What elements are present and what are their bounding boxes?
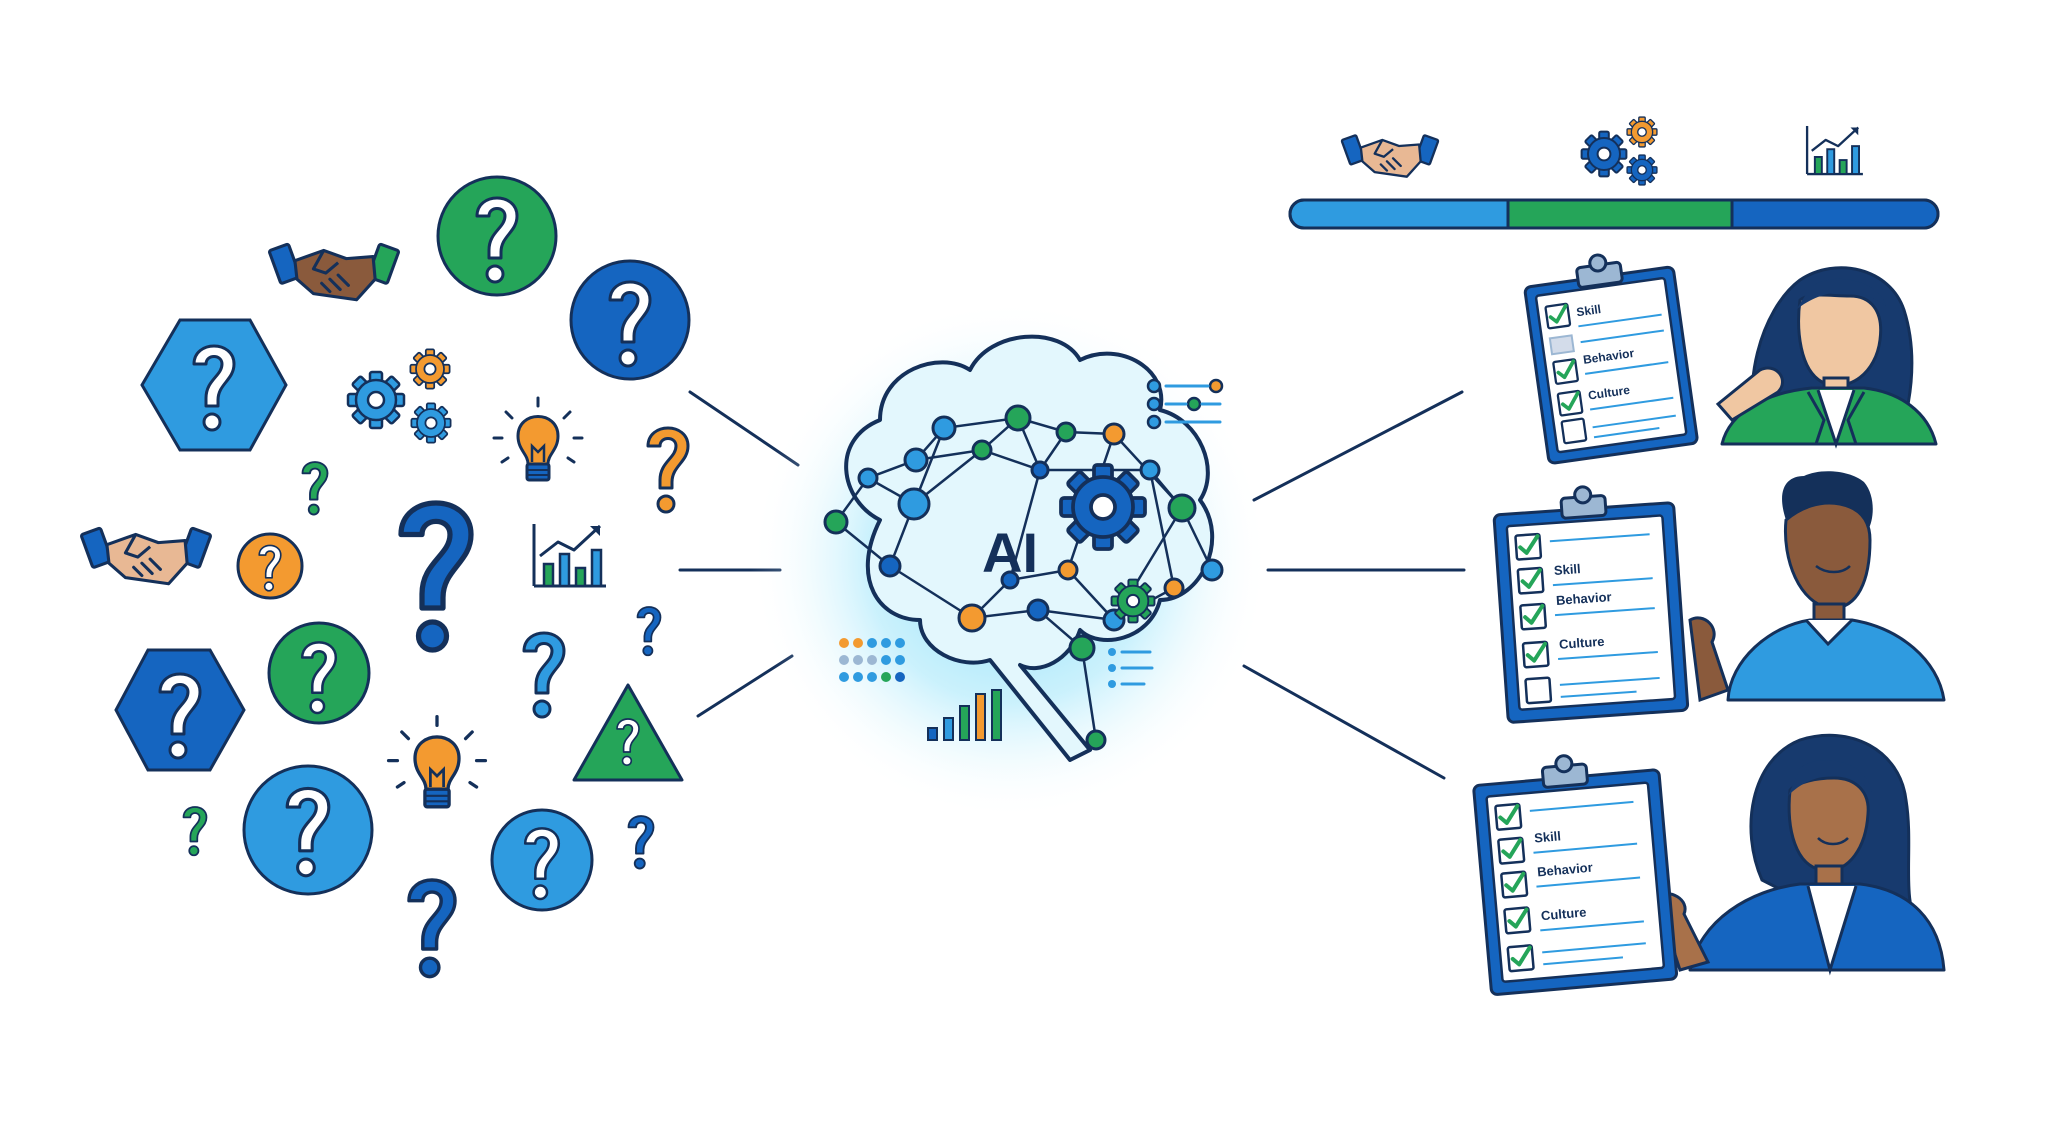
question-badge-triangle (572, 683, 684, 782)
lightbulb-icon (492, 396, 584, 482)
question-mark-small-green (301, 461, 329, 516)
candidate-avatar (1654, 733, 1946, 976)
scorecard-clipboard: Skill Behavior Culture (1472, 754, 1679, 996)
gear-icon (1059, 463, 1147, 551)
candidate-avatar (1715, 266, 1938, 449)
question-mark-large (401, 503, 471, 650)
candidate-avatar (1688, 471, 1946, 703)
question-cluster (79, 175, 691, 979)
handshake-icon (79, 526, 213, 586)
svg-text:Skill: Skill (1534, 828, 1562, 845)
question-badge-dark-hexagon (114, 648, 246, 772)
question-badge-blue-circle-large (242, 764, 374, 896)
question-mark-bottom (407, 878, 457, 979)
gear-icon (1110, 578, 1156, 624)
top-icons-row (1340, 116, 1865, 186)
segment-bar (1288, 198, 1940, 230)
question-mark-small-dark-2 (627, 815, 655, 870)
question-badge-green-circle (436, 175, 558, 297)
dot-grid-icon (839, 638, 905, 682)
handshake-icon (267, 242, 401, 302)
scorecard-clipboard: Skill Behavior Culture (1523, 253, 1699, 465)
question-badge-blue-circle (569, 259, 691, 381)
svg-text:Behavior: Behavior (1537, 860, 1594, 880)
question-badge-hexagon (140, 318, 288, 452)
candidate-card-2: Skill Behavior Culture (1492, 471, 1946, 724)
ai-brain: AI (823, 334, 1224, 762)
growth-chart-icon (1805, 124, 1865, 176)
svg-text:Skill: Skill (1576, 302, 1602, 319)
question-mark-small-green-2 (182, 806, 208, 857)
svg-text:Culture: Culture (1587, 383, 1631, 403)
candidate-card-3: Skill Behavior Culture (1472, 733, 1946, 996)
handshake-icon (1340, 133, 1440, 178)
question-badge-orange-circle (236, 532, 304, 600)
question-mark-small-dark (636, 606, 662, 657)
growth-chart-icon (532, 522, 608, 588)
gears-icon (1580, 116, 1658, 186)
svg-text:Skill: Skill (1553, 561, 1581, 578)
connector-lines-right (1242, 390, 1466, 780)
svg-text:Culture: Culture (1540, 904, 1587, 923)
candidate-card-1: Skill Behavior Culture (1523, 253, 1938, 465)
question-mark-light-blue (522, 631, 566, 719)
question-badge-green-circle-mid (267, 621, 371, 725)
scorecard-clipboard: Skill Behavior Culture (1492, 485, 1690, 724)
gears-icon (346, 348, 452, 444)
svg-text:Behavior: Behavior (1555, 589, 1612, 608)
svg-text:Culture: Culture (1559, 634, 1605, 652)
settings-list-icon (1146, 378, 1224, 430)
question-mark-orange (646, 426, 690, 514)
ai-label: AI (982, 521, 1038, 584)
bar-chart-icon (927, 689, 1002, 741)
lightbulb-icon (386, 714, 488, 809)
list-icon (1108, 648, 1154, 688)
question-badge-blue-circle-small (490, 808, 594, 912)
